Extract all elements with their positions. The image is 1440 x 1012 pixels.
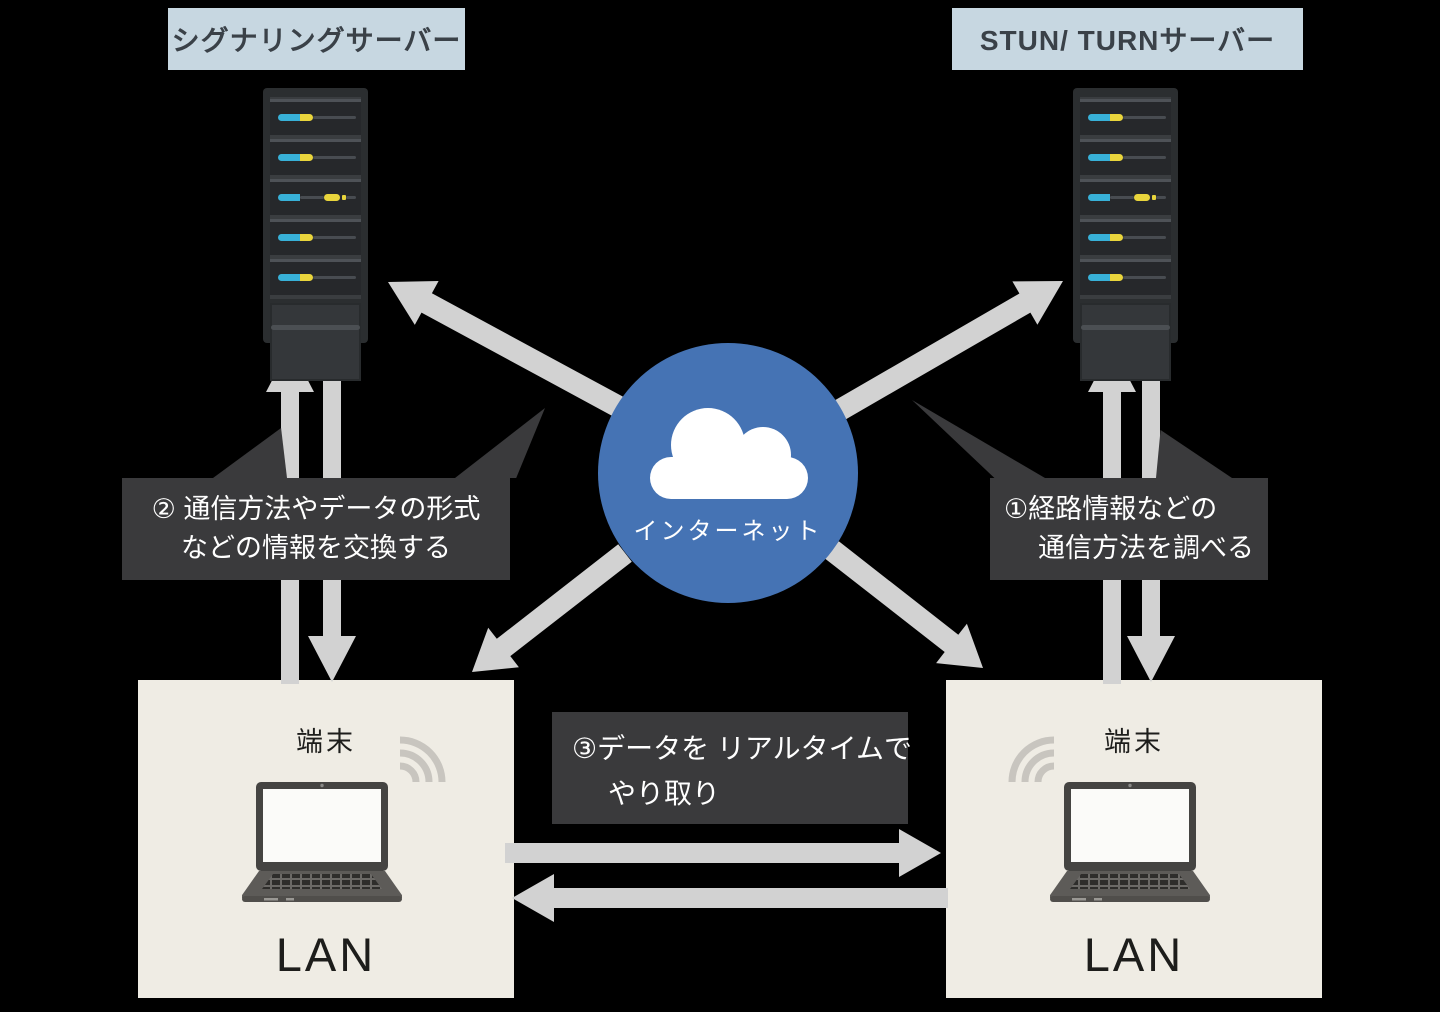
laptop-icon: [242, 782, 402, 902]
callout-step1-line1: ①経路情報などの: [1004, 494, 1218, 524]
server-base: [271, 325, 360, 330]
server-slot: [1080, 139, 1171, 175]
server-slot: [1080, 219, 1171, 255]
server-bay: [1080, 303, 1171, 381]
callout-step1-line2: 通信方法を調べる: [1038, 533, 1254, 563]
callout-step3: ③データを リアルタイムで やり取り: [552, 712, 913, 824]
callout-step2: ② 通信方法やデータの形式 などの情報を交換する: [122, 478, 510, 580]
wifi-icon: [399, 736, 446, 783]
lan-box-left: 端末 LAN: [138, 680, 514, 998]
cloud-icon: [650, 408, 808, 499]
arrow-cloud-to-stun-turn-server: [834, 281, 1063, 420]
stun-turn-server-label: STUN/ TURNサーバー: [952, 8, 1303, 70]
server-slot: [1080, 259, 1171, 295]
internet-node: インターネット: [598, 343, 858, 603]
server-slot: [1080, 99, 1171, 135]
arrow-cloud-to-signaling-server: [388, 281, 636, 423]
server-slot: [1080, 179, 1171, 215]
callout-step1-tail-to-cloud: [912, 400, 1045, 478]
server-rack-icon-stun-turn: [1073, 88, 1178, 381]
callout-step2-tail-to-cloud: [455, 408, 545, 478]
callout-step2-tail-to-link: [213, 428, 287, 478]
arrow-lan-left-to-lan-right: [505, 829, 941, 877]
callout-step1: ①経路情報などの 通信方法を調べる: [990, 478, 1268, 580]
callout-step3-line2: やり取り: [608, 778, 721, 809]
lan-label-left: LAN: [275, 928, 377, 981]
server-base: [1081, 325, 1170, 330]
callout-step1-tail-to-link: [1156, 430, 1232, 478]
lan-box-right: 端末 LAN: [946, 680, 1322, 998]
server-slot: [270, 219, 361, 255]
server-rack-icon-signaling: [263, 88, 368, 381]
callout-step2-line1: ② 通信方法やデータの形式: [151, 494, 481, 524]
arrow-lan-right-to-lan-left: [512, 874, 948, 922]
server-bay: [270, 303, 361, 381]
server-slot: [270, 179, 361, 215]
server-slot: [270, 259, 361, 295]
terminal-label-left: 端末: [296, 727, 356, 757]
callout-step3-line1: ③データを リアルタイムで: [572, 733, 913, 764]
internet-label: インターネット: [633, 518, 823, 545]
wifi-icon: [1008, 736, 1055, 783]
signaling-server-label: シグナリングサーバー: [168, 8, 465, 70]
lan-label-right: LAN: [1083, 928, 1185, 981]
laptop-icon: [1050, 782, 1210, 902]
callout-step2-line2: などの情報を交換する: [181, 533, 451, 563]
server-slot: [270, 99, 361, 135]
server-slot: [270, 139, 361, 175]
terminal-label-right: 端末: [1104, 727, 1164, 757]
arrow-cloud-to-lan-right: [825, 541, 983, 668]
